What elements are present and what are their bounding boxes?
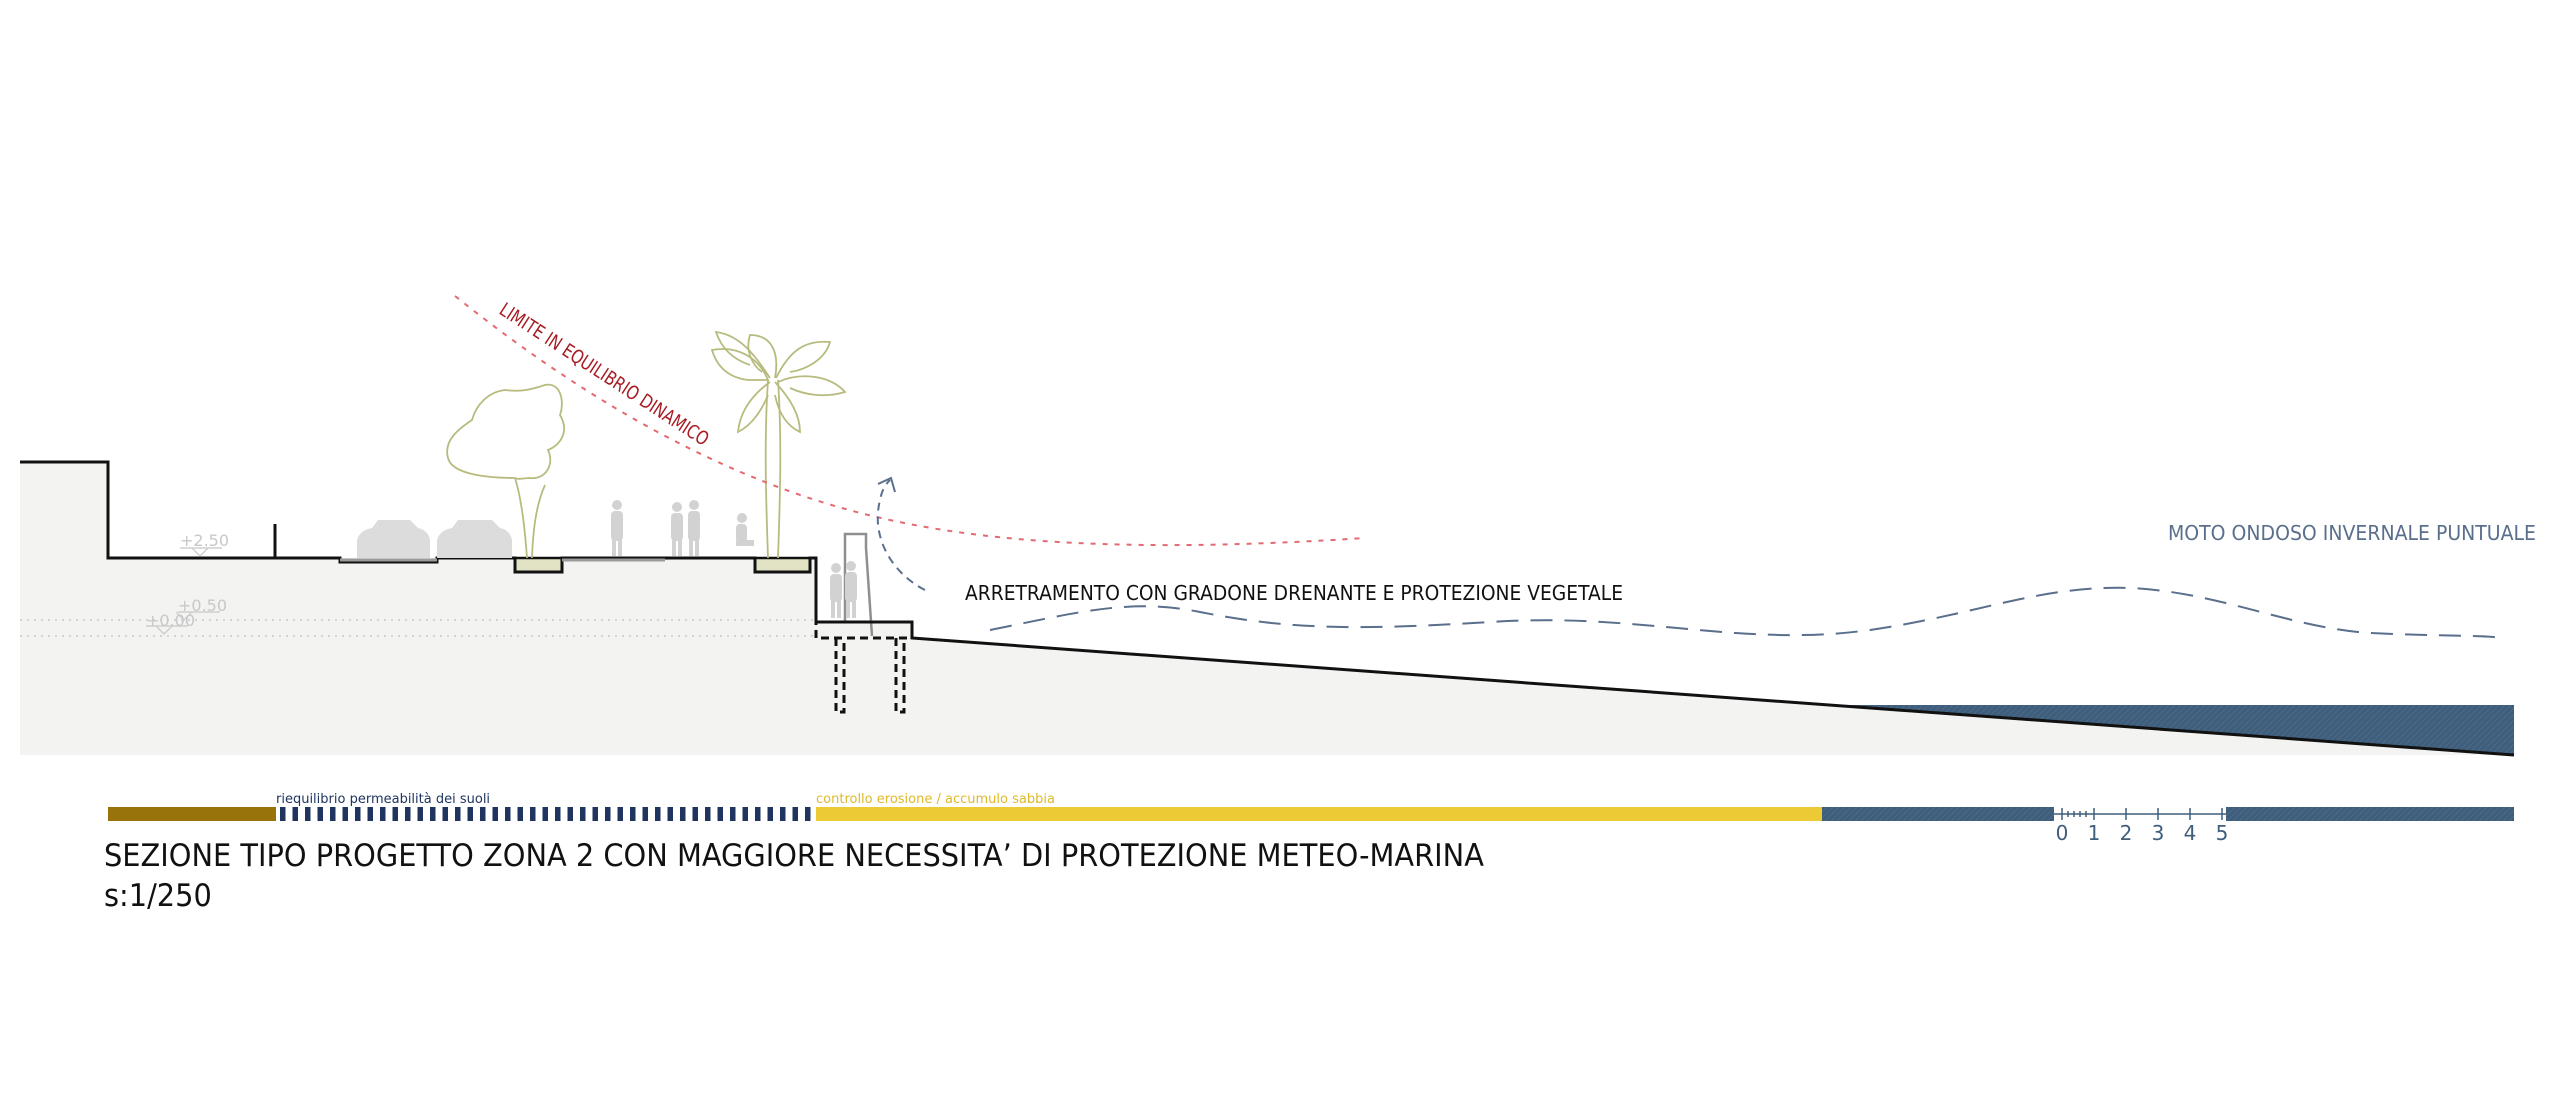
sea-bar-right xyxy=(2226,807,2514,821)
level-label-zero: +0.00 xyxy=(146,611,195,630)
permeability-dash-segment xyxy=(805,807,811,821)
permeability-dash-segment xyxy=(480,807,486,821)
permeability-dash-segment xyxy=(792,807,798,821)
seated-person-icon xyxy=(736,513,754,546)
tree-icon xyxy=(446,383,565,559)
wave-motion-label: MOTO ONDOSO INVERNALE PUNTUALE xyxy=(2168,521,2536,545)
ground-mass xyxy=(20,462,2514,755)
permeability-dash-segment xyxy=(705,807,711,821)
scale-tick-0: 0 xyxy=(2056,821,2069,845)
level-marker-upper: +2.50 xyxy=(180,531,229,558)
permeability-dash-segment xyxy=(542,807,548,821)
permeability-dash-segment xyxy=(780,807,786,821)
title-block: SEZIONE TIPO PROGETTO ZONA 2 CON MAGGIOR… xyxy=(104,836,1588,916)
permeability-dash-segment xyxy=(755,807,761,821)
permeability-dash-segment xyxy=(767,807,773,821)
scale-tick-3: 3 xyxy=(2152,821,2165,845)
permeability-dash-segment xyxy=(317,807,323,821)
permeability-dash-segment xyxy=(467,807,473,821)
permeability-dash-segment xyxy=(580,807,586,821)
permeability-dash-segment xyxy=(517,807,523,821)
pedestrian-pair-icon xyxy=(830,561,857,618)
foundation-pile-right xyxy=(894,638,906,714)
permeability-dash-segment xyxy=(680,807,686,821)
permeability-bar-solid xyxy=(108,807,276,821)
drainage-step xyxy=(843,532,874,637)
permeability-dash-segment xyxy=(355,807,361,821)
wave-arrow-icon xyxy=(876,479,926,591)
sea-bar-left xyxy=(1822,807,2054,821)
dynamic-limit-curve xyxy=(454,295,1366,547)
palm-tree-icon xyxy=(710,330,847,559)
graphic-scale-bar xyxy=(2054,808,2226,820)
parked-car-icon xyxy=(357,520,430,558)
permeability-dash-segment xyxy=(430,807,436,821)
permeability-dash-segment xyxy=(642,807,648,821)
permeability-bar-dashed xyxy=(280,807,811,821)
permeability-dash-segment xyxy=(692,807,698,821)
permeability-dash-segment xyxy=(292,807,298,821)
permeability-dash-segment xyxy=(305,807,311,821)
parked-car-icon xyxy=(437,520,512,558)
permeability-dash-segment xyxy=(655,807,661,821)
permeability-dash-segment xyxy=(342,807,348,821)
planter-bed-right xyxy=(753,556,812,574)
permeability-dash-segment xyxy=(405,807,411,821)
winter-wave-line xyxy=(989,586,2506,639)
wave-arrow-head xyxy=(877,476,896,493)
permeability-dash-segment xyxy=(567,807,573,821)
scale-tick-2: 2 xyxy=(2120,821,2133,845)
permeability-dash-segment xyxy=(417,807,423,821)
pedestrian-pair-icon xyxy=(671,500,700,556)
level-marker-middle: +0.50 xyxy=(175,596,227,622)
permeability-dash-segment xyxy=(392,807,398,821)
erosion-legend-label: controllo erosione / accumulo sabbia xyxy=(816,792,1055,807)
scale-tick-1: 1 xyxy=(2088,821,2101,845)
foundation-pile-left xyxy=(834,638,846,714)
permeability-dash-segment xyxy=(280,807,286,821)
permeability-dash-segment xyxy=(630,807,636,821)
level-label-upper: +2.50 xyxy=(180,531,229,550)
permeability-dash-segment xyxy=(442,807,448,821)
permeability-dash-segment xyxy=(717,807,723,821)
permeability-dash-segment xyxy=(455,807,461,821)
permeability-dash-segment xyxy=(330,807,336,821)
permeability-dash-segment xyxy=(742,807,748,821)
permeability-dash-segment xyxy=(617,807,623,821)
level-label-middle: +0.50 xyxy=(178,596,227,615)
permeability-dash-segment xyxy=(592,807,598,821)
dynamic-limit-label: LIMITE IN EQUILIBRIO DINAMICO xyxy=(495,299,712,451)
permeability-dash-segment xyxy=(530,807,536,821)
foundation-cap xyxy=(814,620,914,640)
permeability-dash-segment xyxy=(505,807,511,821)
scale-tick-4: 4 xyxy=(2184,821,2197,845)
permeability-dash-segment xyxy=(367,807,373,821)
permeability-dash-segment xyxy=(380,807,386,821)
scale-tick-5: 5 xyxy=(2216,821,2229,845)
erosion-bar xyxy=(816,807,1822,821)
scale-tick-labels: 0 1 2 3 4 5 xyxy=(2056,821,2229,845)
pedestrian-icon xyxy=(611,500,623,556)
permeability-dash-segment xyxy=(730,807,736,821)
planter-bed-left xyxy=(513,556,564,574)
setback-label: ARRETRAMENTO CON GRADONE DRENANTE E PROT… xyxy=(965,581,1623,605)
permeability-dash-segment xyxy=(492,807,498,821)
permeability-dash-segment xyxy=(555,807,561,821)
permeability-dash-segment xyxy=(667,807,673,821)
permeability-legend-label: riequilibrio permeabilità dei suoli xyxy=(276,792,490,807)
drawing-scale: s:1/250 xyxy=(104,878,212,914)
section-title: SEZIONE TIPO PROGETTO ZONA 2 CON MAGGIOR… xyxy=(104,838,1484,874)
permeability-dash-segment xyxy=(605,807,611,821)
level-marker-zero: +0.00 xyxy=(146,611,195,636)
